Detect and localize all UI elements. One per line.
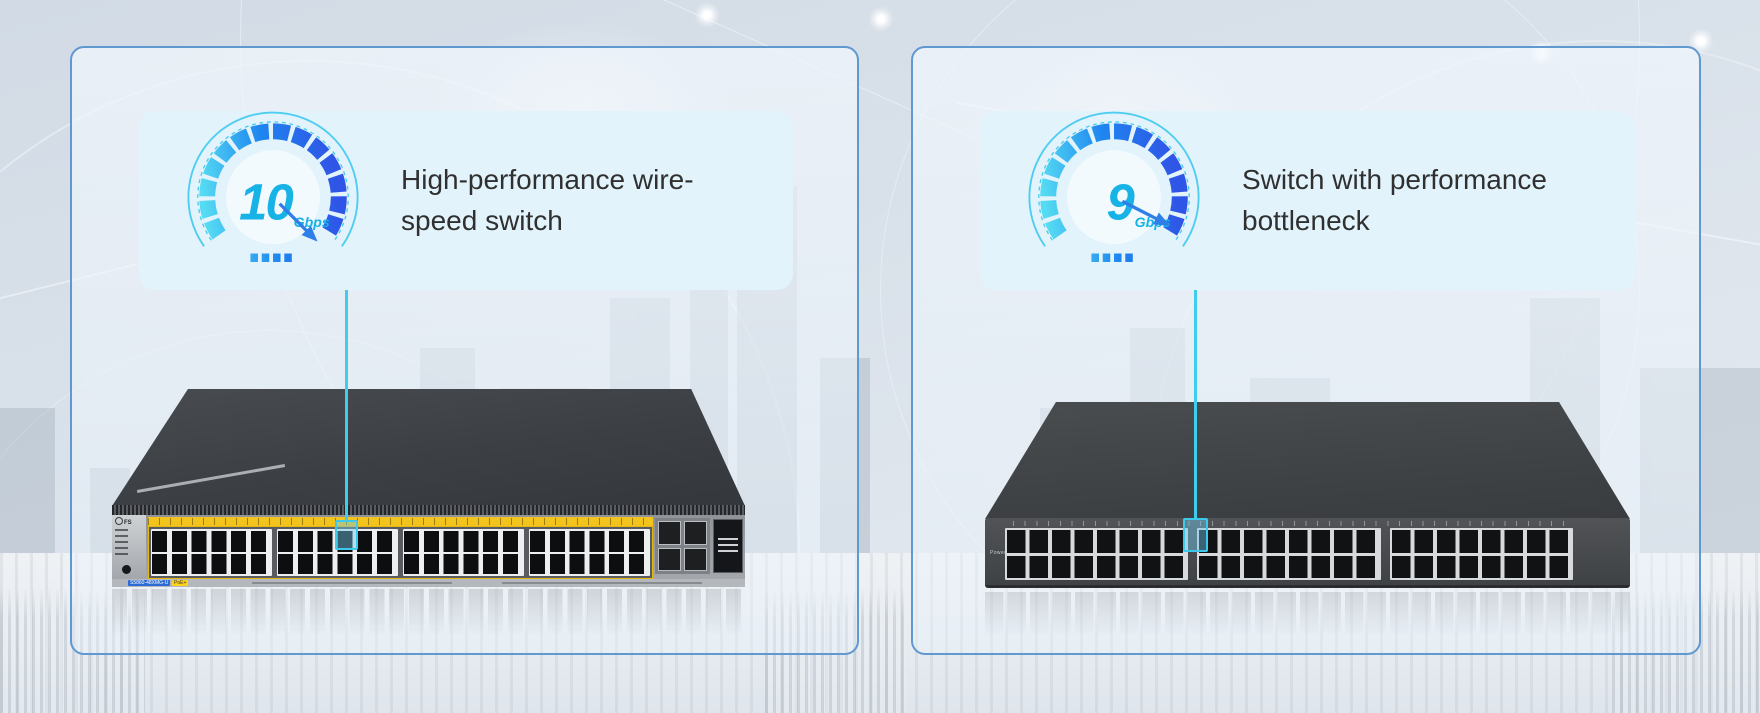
highlighted-port <box>335 520 358 550</box>
switch-front-panel: Power <box>985 518 1630 588</box>
gauge-glow <box>1067 149 1161 244</box>
mode-button <box>122 565 131 574</box>
rj45-port-banks <box>148 526 653 579</box>
port-group <box>1197 528 1381 580</box>
callout-panel-bottleneck: 9 Gbps Switch with performance bottlenec… <box>980 111 1635 290</box>
switch-reflection <box>985 592 1630 644</box>
needle-arrow-icon <box>1121 199 1171 226</box>
connector-line <box>1194 288 1197 518</box>
port-group <box>151 529 272 576</box>
port-group <box>403 529 524 576</box>
switch-info-panel: FS <box>112 515 146 579</box>
fine-print <box>252 582 452 584</box>
model-label: S5860-48XMG-U <box>128 580 171 586</box>
port-label-strip <box>148 517 653 526</box>
switch-front-panel: FS S5860-48XMG-U PoE+ <box>112 505 745 587</box>
switch-top-face <box>985 402 1630 519</box>
port-group <box>277 529 398 576</box>
qsfp-slot <box>713 519 743 573</box>
fine-print <box>502 582 702 584</box>
gauge-outer-ring <box>1028 111 1200 247</box>
port-group <box>1389 528 1573 580</box>
gauge-squares <box>250 253 292 262</box>
port-number-ticks <box>1013 521 1573 526</box>
switch-reflection <box>112 589 745 644</box>
highlighted-port <box>1183 518 1208 552</box>
switch-top-face <box>112 389 745 506</box>
speed-gauge: 10 Gbps <box>187 111 359 262</box>
poe-badge: PoE+ <box>172 580 189 586</box>
gauge-squares <box>1091 253 1133 262</box>
model-label-strip: S5860-48XMG-U PoE+ <box>112 579 745 587</box>
fs-logo: FS <box>115 517 132 527</box>
gauge-outer-ring <box>187 111 359 247</box>
status-leds <box>115 529 128 559</box>
callout-panel-high-performance: 10 Gbps High-performance wire-speed swit… <box>139 111 793 290</box>
port-group <box>529 529 650 576</box>
caption: Switch with performance bottleneck <box>1242 163 1548 236</box>
gauge-segments <box>199 122 347 239</box>
caption: High-performance wire-speed switch <box>401 163 694 236</box>
speed-gauge: 9 Gbps <box>1028 111 1200 262</box>
sfp-slots <box>655 518 710 574</box>
gauge-value: 9 <box>1106 173 1134 230</box>
power-label: Power <box>990 550 1007 556</box>
connector-line <box>345 288 348 520</box>
port-group <box>1005 528 1189 580</box>
gauge-segments <box>1040 122 1188 239</box>
gauge-value: 10 <box>239 173 293 230</box>
network-switch-high-performance: FS S5860-48XMG-U PoE+ <box>112 389 745 649</box>
network-switch-bottleneck: Power <box>985 402 1630 652</box>
needle-arrow-icon <box>278 202 318 242</box>
rj45-port-banks <box>1005 528 1573 580</box>
vent-holes <box>112 505 745 515</box>
